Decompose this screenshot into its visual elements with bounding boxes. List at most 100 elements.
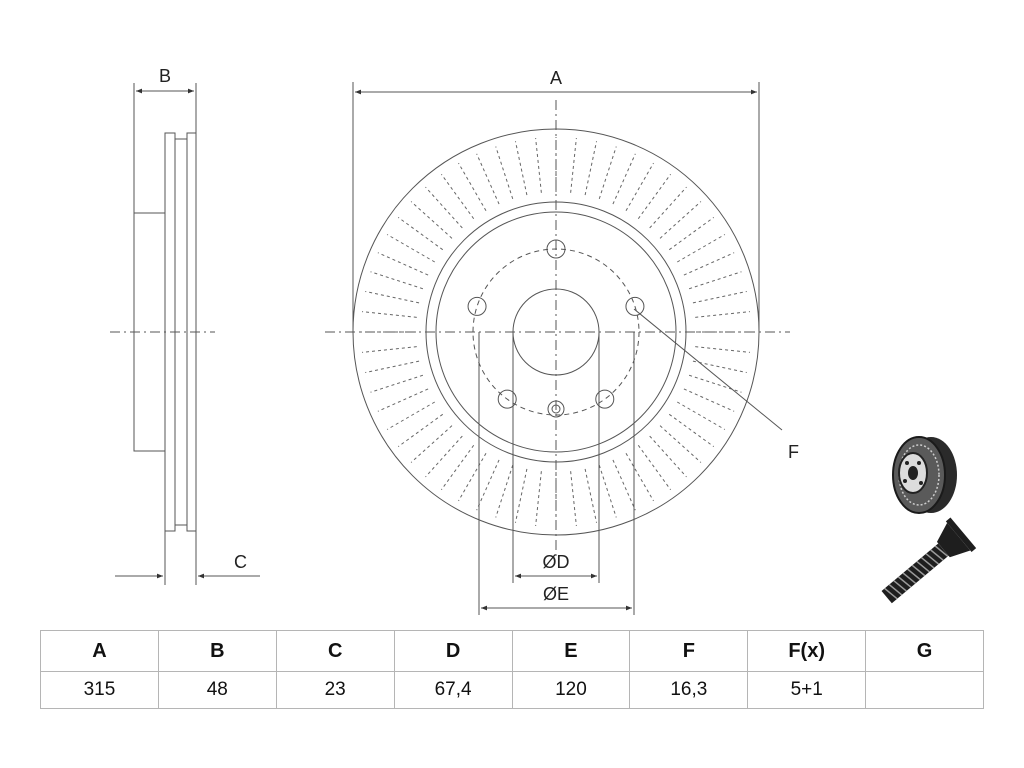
vent-fin bbox=[410, 201, 453, 239]
dimension-a bbox=[352, 82, 760, 332]
bolt-hole bbox=[625, 296, 645, 316]
bolt-thread bbox=[893, 580, 907, 592]
bolt-thread bbox=[930, 549, 944, 561]
leader-f bbox=[633, 308, 783, 431]
spec-table: A B C D E F F(x) G 315 48 23 67,4 120 16… bbox=[40, 630, 984, 709]
bolt-thread bbox=[888, 584, 903, 596]
vent-fin bbox=[362, 346, 417, 353]
vent-fin bbox=[637, 173, 672, 220]
vent-fin bbox=[535, 138, 542, 193]
bolt-thread bbox=[920, 557, 935, 569]
vent-fin bbox=[598, 146, 617, 200]
vent-fin bbox=[659, 425, 702, 463]
vent-fin bbox=[362, 311, 417, 318]
spec-header-a: A bbox=[40, 630, 159, 672]
dimension-label-f: F bbox=[788, 442, 799, 462]
vent-fin bbox=[695, 311, 750, 318]
vent-fin bbox=[440, 173, 475, 220]
dimension-c bbox=[115, 531, 260, 585]
bolt-thread bbox=[884, 587, 898, 600]
vent-fin bbox=[659, 201, 702, 239]
vent-fin bbox=[612, 153, 636, 205]
vent-fin bbox=[688, 271, 742, 290]
spec-value-c: 23 bbox=[275, 671, 395, 709]
dimension-d bbox=[512, 332, 600, 583]
spec-value-fx: 5+1 bbox=[747, 671, 866, 709]
wheel-bolt-icon bbox=[881, 517, 977, 604]
spec-value-a: 315 bbox=[40, 671, 159, 709]
bolt-hole bbox=[497, 389, 517, 409]
spec-header-d: D bbox=[393, 630, 512, 672]
vent-fin bbox=[692, 290, 747, 304]
vent-fin bbox=[425, 435, 463, 478]
vent-fin bbox=[668, 413, 715, 448]
dimension-e bbox=[478, 332, 635, 615]
dimension-label-a: A bbox=[550, 68, 562, 88]
brake-disc-3d-icon bbox=[892, 436, 957, 514]
spec-header-b: B bbox=[157, 630, 277, 672]
vent-fin bbox=[365, 290, 420, 304]
vent-fin bbox=[649, 186, 687, 229]
vent-fin bbox=[598, 464, 617, 518]
bolt-thread bbox=[897, 576, 912, 588]
vent-fin bbox=[649, 435, 687, 478]
vent-fin bbox=[397, 413, 444, 448]
vent-fin bbox=[584, 141, 598, 196]
vent-fin bbox=[410, 425, 453, 463]
technical-drawing: B C A ØD ØE F bbox=[110, 66, 977, 615]
vent-fin bbox=[370, 374, 424, 393]
vent-fin bbox=[425, 186, 463, 229]
dimension-label-e: ØE bbox=[543, 584, 569, 604]
vent-fin bbox=[570, 138, 577, 193]
dimension-b bbox=[133, 83, 197, 213]
spec-header-f: F bbox=[629, 630, 748, 672]
spec-header-fx: F(x) bbox=[747, 630, 866, 672]
bolt-thread bbox=[934, 545, 949, 557]
vent-fin bbox=[535, 471, 542, 526]
spec-value-b: 48 bbox=[157, 671, 277, 709]
vent-fin bbox=[440, 444, 475, 491]
bolt-hole bbox=[595, 389, 615, 409]
vent-fin bbox=[377, 252, 429, 276]
bolt-thread bbox=[907, 568, 921, 581]
dimension-label-b: B bbox=[159, 66, 171, 86]
vent-fin bbox=[692, 360, 747, 374]
vent-fin bbox=[570, 471, 577, 526]
bolt-thread bbox=[911, 564, 926, 577]
bolt-thread bbox=[902, 572, 917, 584]
vent-fin bbox=[370, 271, 424, 290]
spec-value-f: 16,3 bbox=[629, 671, 748, 709]
dimension-label-d: ØD bbox=[543, 552, 570, 572]
vent-fin bbox=[365, 360, 420, 374]
spec-header-c: C bbox=[275, 630, 395, 672]
vent-fin bbox=[495, 464, 514, 518]
vent-fin bbox=[637, 444, 672, 491]
spec-table-header-row: A B C D E F F(x) G bbox=[40, 630, 984, 672]
vent-fin bbox=[476, 459, 500, 511]
spec-header-e: E bbox=[511, 630, 630, 672]
dimension-label-c: C bbox=[234, 552, 247, 572]
vent-fin bbox=[397, 216, 444, 251]
spec-value-d: 67,4 bbox=[393, 671, 512, 709]
vent-fin bbox=[683, 388, 735, 412]
vent-fin bbox=[377, 388, 429, 412]
vent-fin bbox=[495, 146, 514, 200]
disc-side-view bbox=[110, 132, 215, 532]
vent-fin bbox=[476, 153, 500, 205]
disc-front-view bbox=[325, 100, 790, 560]
vent-fin bbox=[668, 216, 715, 251]
spec-value-g bbox=[865, 671, 984, 709]
vent-fin bbox=[683, 252, 735, 276]
vent-fin bbox=[514, 141, 528, 196]
spec-header-g: G bbox=[865, 630, 984, 672]
bolt-thread bbox=[925, 553, 940, 565]
vent-fin bbox=[514, 468, 528, 523]
vent-fin bbox=[612, 459, 636, 511]
bolt-hole bbox=[467, 296, 487, 316]
vent-fin bbox=[584, 468, 598, 523]
vent-fin bbox=[688, 374, 742, 393]
spec-value-e: 120 bbox=[511, 671, 630, 709]
vent-fin bbox=[695, 346, 750, 353]
bolt-thread bbox=[916, 560, 930, 573]
spec-table-value-row: 315 48 23 67,4 120 16,3 5+1 bbox=[40, 671, 984, 709]
